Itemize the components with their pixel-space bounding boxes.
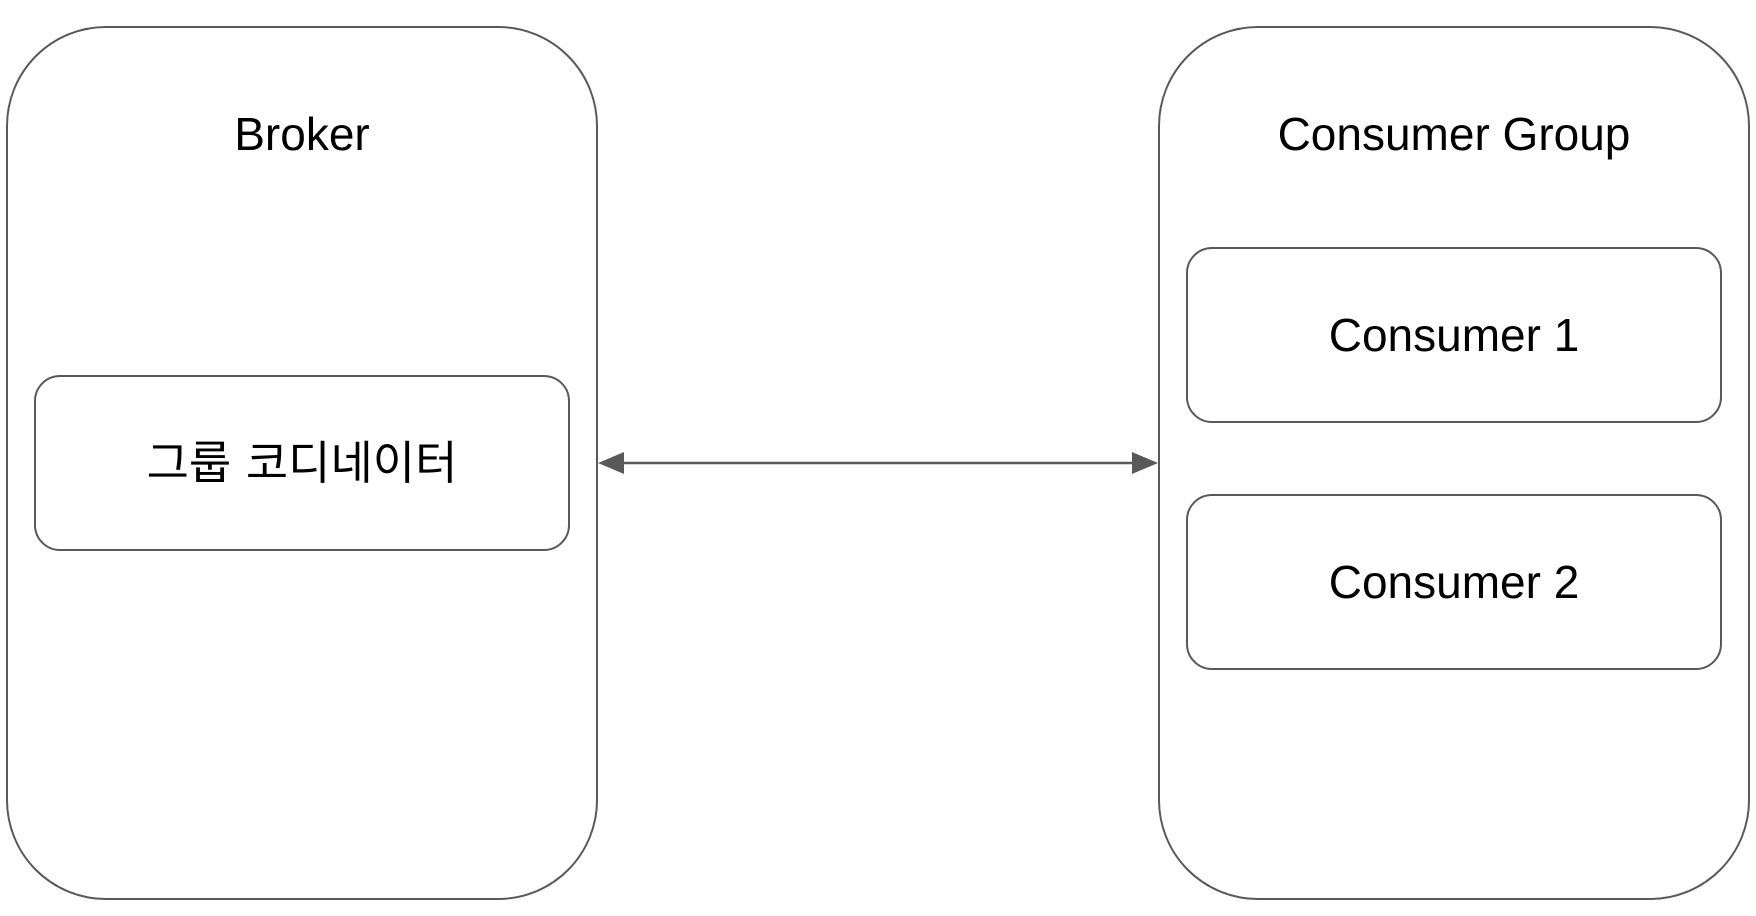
consumer-group-container: Consumer Group bbox=[1158, 26, 1750, 900]
group-coordinator-label: 그룹 코디네이터 bbox=[146, 436, 458, 490]
arrowhead-right-icon bbox=[1132, 452, 1158, 474]
arrowhead-left-icon bbox=[598, 452, 624, 474]
group-coordinator-box: 그룹 코디네이터 bbox=[34, 375, 570, 551]
consumer-group-title: Consumer Group bbox=[1277, 108, 1631, 160]
broker-title: Broker bbox=[234, 108, 370, 160]
consumer-2-box: Consumer 2 bbox=[1186, 494, 1722, 670]
consumer-1-label: Consumer 1 bbox=[1328, 309, 1580, 361]
consumer-2-label: Consumer 2 bbox=[1328, 556, 1580, 608]
consumer-1-box: Consumer 1 bbox=[1186, 247, 1722, 423]
